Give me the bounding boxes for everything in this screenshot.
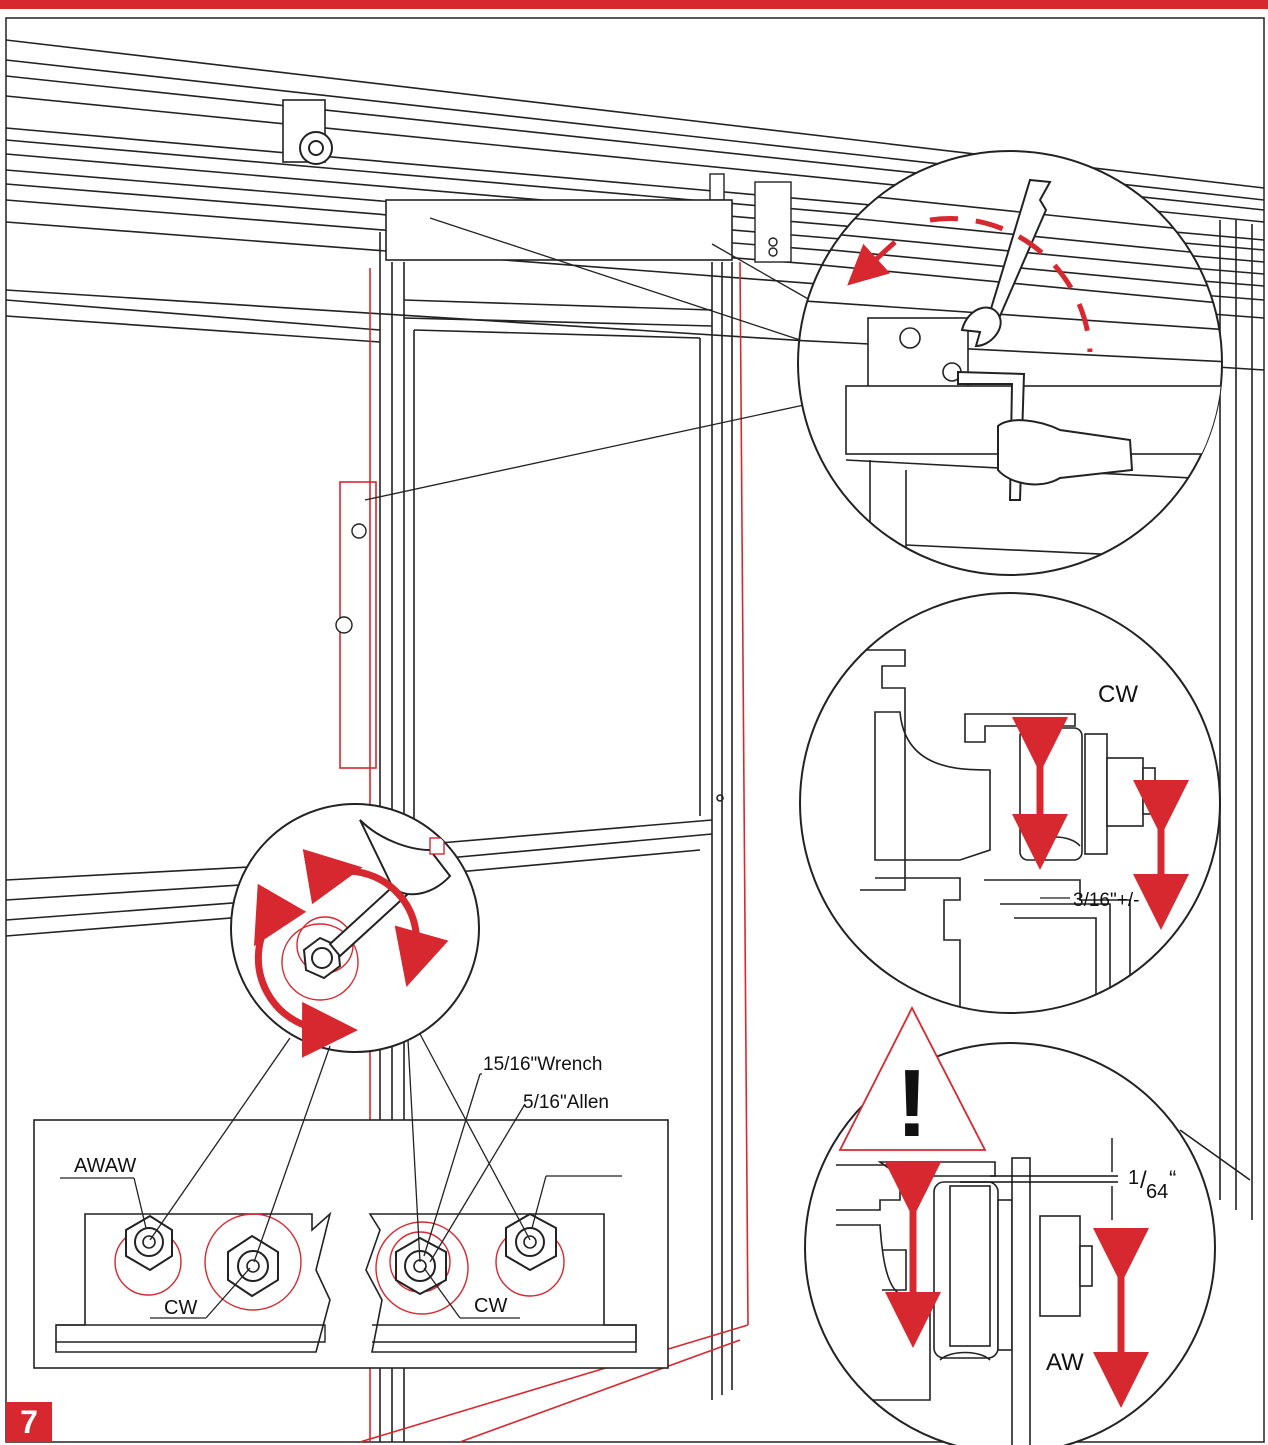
gap-164-denominator: 64 xyxy=(1146,1181,1168,1203)
wrench-detail-circle xyxy=(230,803,480,1058)
top-red-bar xyxy=(0,0,1268,9)
step-number-badge: 7 xyxy=(20,1404,38,1440)
gap-164-mark: “ xyxy=(1169,1166,1176,1191)
bolt-cw-left xyxy=(204,1213,302,1311)
warning-mark: ! xyxy=(896,1050,928,1157)
hand-icon xyxy=(997,419,1134,486)
cw-detail-label: CW xyxy=(1098,681,1138,708)
rotation-arrow-icon xyxy=(847,216,1093,353)
aw-detail-label: AW xyxy=(1046,1349,1084,1376)
cw-right-label: CW xyxy=(474,1295,507,1317)
leader-lines-bottom xyxy=(149,1033,531,1263)
bolt-awaw xyxy=(114,1214,182,1296)
allen-size-label: 5/16"Allen xyxy=(523,1092,609,1113)
gap-316-label: 3/16"+/- xyxy=(1073,890,1139,911)
step-badge-bg xyxy=(6,1402,52,1442)
bolt-right xyxy=(495,1212,565,1297)
wrench-size-label: 15/16"Wrench xyxy=(483,1054,602,1075)
gap-164-numerator: 1 xyxy=(1128,1167,1139,1189)
cw-left-label: CW xyxy=(164,1297,197,1319)
header-roller xyxy=(282,99,333,165)
warning-icon: ! xyxy=(838,1006,987,1157)
allen-key-icon xyxy=(957,370,1026,501)
leader-lines-top xyxy=(364,217,811,501)
page-frame xyxy=(5,17,1265,1443)
awaw-label: AWAW xyxy=(74,1155,136,1177)
bolt-cw-right xyxy=(375,1221,469,1315)
top-detail-circle xyxy=(797,150,1223,576)
clockwise-arrow-icon xyxy=(302,849,449,987)
roller-callout-box: AWAW CW CW xyxy=(33,1119,669,1369)
gap-164-slash: / xyxy=(1140,1167,1147,1194)
middle-detail-circle: CW 3/16"+/- xyxy=(799,592,1221,1014)
hanger-bracket xyxy=(709,173,792,263)
counterclockwise-arrow-icon xyxy=(254,883,358,1058)
lock-hardware xyxy=(335,523,367,634)
